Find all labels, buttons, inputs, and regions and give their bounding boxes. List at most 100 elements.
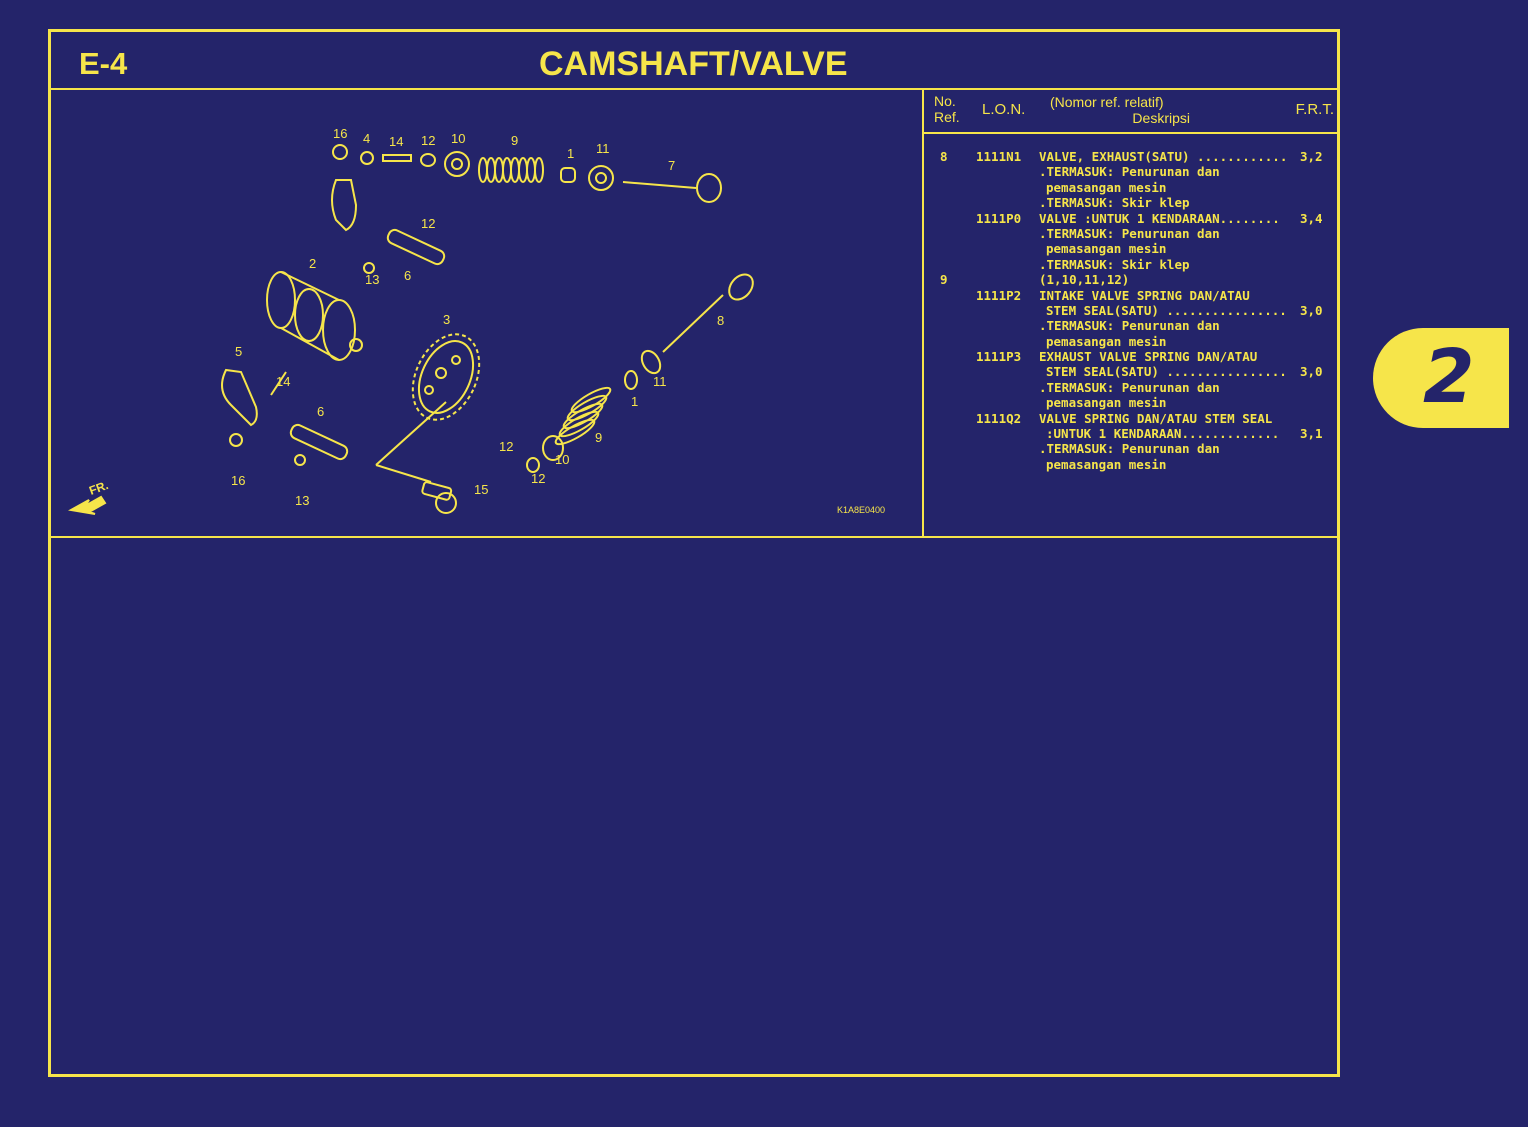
ref-cell: 9 [940, 272, 948, 288]
table-row: .TERMASUK: Penurunan dan [924, 164, 1340, 179]
retainer-10-lower [542, 435, 564, 461]
table-row: 8 1111N1 VALVE, EXHAUST(SATU) ............… [924, 149, 1340, 164]
callout-label: 9 [595, 430, 602, 445]
section-tab[interactable]: 2 [1373, 328, 1509, 428]
callout-label: 4 [363, 131, 370, 146]
retainer-10 [444, 151, 470, 177]
table-row: pemasangan mesin [924, 180, 1340, 195]
valve-8-head [728, 273, 754, 301]
desc-cell: pemasangan mesin [1046, 333, 1167, 349]
header-frt: F.R.T. [1295, 101, 1334, 118]
table-row: .TERMASUK: Penurunan dan [924, 441, 1340, 456]
callout-label: 11 [653, 374, 667, 389]
table-row: pemasangan mesin [924, 241, 1340, 256]
ref-cell: 8 [940, 149, 948, 164]
leader-15a [375, 401, 447, 466]
illustration-code: K1A8E0400 [837, 505, 886, 515]
callout-label: 2 [309, 256, 316, 271]
pin-6-lower [289, 423, 349, 461]
diagram-svg: 1641412109111712136238514611112109121613… [68, 126, 754, 515]
desc-cell: .TERMASUK: Penurunan dan [1039, 318, 1220, 334]
callout-label: 16 [333, 126, 347, 141]
table-row: pemasangan mesin [924, 334, 1340, 349]
seal-1-lower [624, 370, 638, 390]
frt-cell: 3,1 [1300, 426, 1323, 442]
callout-label: 15 [474, 482, 488, 497]
frt-cell: 3,0 [1300, 364, 1323, 380]
desc-cell: .TERMASUK: Skir klep [1039, 256, 1190, 272]
spring-9-lower [554, 386, 612, 446]
desc-cell: .TERMASUK: Penurunan dan [1039, 441, 1220, 457]
callout-label: 13 [365, 272, 379, 287]
callout-label: 16 [231, 473, 245, 488]
desc-cell: .TERMASUK: Penurunan dan [1039, 225, 1220, 241]
valve-7-head [696, 173, 722, 203]
header-bar: E-4 CAMSHAFT/VALVE [51, 32, 1337, 90]
callout-label: 1 [631, 394, 638, 409]
callout-label: 1 [567, 146, 574, 161]
seal-1 [560, 167, 576, 183]
nut-16-lower [229, 433, 243, 447]
callout-label: 6 [317, 404, 324, 419]
desc-cell: VALVE :UNTUK 1 KENDARAAN........ [1039, 210, 1280, 226]
cotter-12-lower [526, 457, 540, 473]
callout-label: 6 [404, 268, 411, 283]
frt-cell: 3,2 [1300, 149, 1323, 164]
valve-7-stem [622, 181, 697, 189]
desc-cell: pemasangan mesin [1046, 179, 1167, 195]
section-code: E-4 [79, 46, 128, 81]
desc-cell: EXHAUST VALVE SPRING DAN/ATAU [1039, 349, 1258, 365]
parts-table: No.Ref. L.O.N. (Nomor ref. relatif)Deskr… [924, 90, 1340, 538]
desc-cell: STEM SEAL(SATU) ................ [1046, 364, 1287, 380]
callout-label: 13 [295, 493, 309, 508]
desc-cell: :UNTUK 1 KENDARAAN............. [1046, 426, 1280, 442]
desc-cell: STEM SEAL(SATU) ................ [1046, 302, 1287, 318]
table-header: No.Ref. L.O.N. (Nomor ref. relatif)Deskr… [924, 90, 1340, 134]
callout-label: 12 [421, 133, 435, 148]
lon-cell: 1111P0 [976, 210, 1022, 226]
spring-9-upper [478, 157, 544, 183]
seat-11 [588, 165, 614, 191]
bolt-13-lower [294, 454, 306, 466]
lon-cell: 1111N1 [976, 149, 1022, 164]
pin-6-upper [386, 228, 446, 266]
frt-cell: 3,4 [1300, 210, 1323, 226]
callout-label: 10 [555, 452, 569, 467]
callout-label: 14 [389, 134, 403, 149]
front-arrow-icon [68, 495, 107, 515]
header-no-ref: No.Ref. [934, 93, 960, 125]
leader-15b [375, 464, 432, 483]
desc-cell: pemasangan mesin [1046, 456, 1167, 472]
desc-cell: (1,10,11,12) [1039, 272, 1130, 288]
page-frame: E-4 CAMSHAFT/VALVE [48, 29, 1340, 1077]
camshaft-2 [266, 271, 363, 361]
table-rows: 8 1111N1 VALVE, EXHAUST(SATU) ............… [924, 149, 1340, 472]
table-row: :UNTUK 1 KENDARAAN............. 3,1 [924, 426, 1340, 441]
desc-cell: pemasangan mesin [1046, 395, 1167, 411]
table-row: STEM SEAL(SATU) ................ 3,0 [924, 364, 1340, 379]
header-lon: L.O.N. [982, 101, 1026, 118]
table-row: pemasangan mesin [924, 457, 1340, 472]
table-row: .TERMASUK: Penurunan dan [924, 226, 1340, 241]
section-tab-number: 2 [1423, 334, 1475, 420]
table-row: STEM SEAL(SATU) ................3,0 [924, 303, 1340, 318]
callout-label: 8 [717, 313, 724, 328]
desc-cell: .TERMASUK: Skir klep [1039, 195, 1190, 211]
table-row: 1111P0 VALVE :UNTUK 1 KENDARAAN........ 3,… [924, 211, 1340, 226]
lon-cell: 1111Q2 [976, 410, 1022, 426]
bolt-13-upper [363, 262, 375, 274]
desc-cell: VALVE, EXHAUST(SATU) ............ [1039, 149, 1288, 164]
section-title: CAMSHAFT/VALVE [539, 45, 848, 83]
callout-label: 14 [276, 374, 290, 389]
seat-11-lower [640, 349, 662, 375]
rocker-arm-upper [331, 179, 358, 232]
rocker-arm-lower [221, 368, 258, 427]
table-row: .TERMASUK: Skir klep [924, 195, 1340, 210]
callout-label: 7 [668, 158, 675, 173]
lon-cell: 1111P3 [976, 349, 1022, 365]
table-row: pemasangan mesin [924, 395, 1340, 410]
desc-cell: .TERMASUK: Penurunan dan [1039, 164, 1220, 180]
desc-cell: pemasangan mesin [1046, 241, 1167, 257]
shaft-14 [382, 154, 412, 162]
